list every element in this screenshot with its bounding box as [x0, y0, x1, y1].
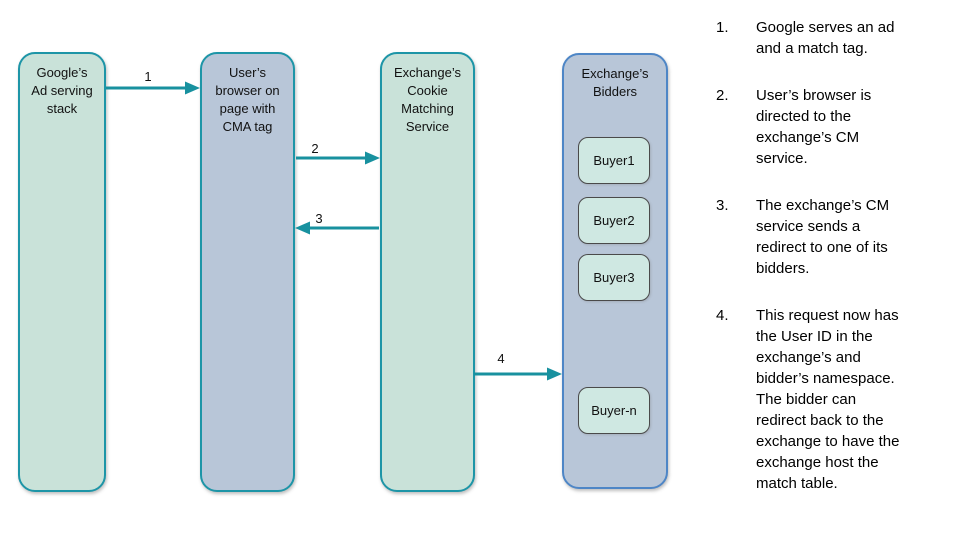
buyer-box-2: Buyer2 [578, 197, 650, 244]
lane-exchanges-bidders: Exchange’s Bidders Buyer1 Buyer2 Buyer3 … [562, 53, 668, 489]
arrow-1-icon [106, 81, 200, 95]
step-item-4: 4. This request now has the User ID in t… [716, 305, 950, 494]
lane-title-google: Google’s Ad serving stack [31, 65, 93, 116]
arrow-4-icon [474, 367, 562, 381]
lane-title-browser: User’s browser on page with CMA tag [215, 65, 280, 134]
arrow-3-icon [295, 221, 379, 235]
step-text: Google serves an ad and a match tag. [756, 19, 895, 57]
buyer-box-n: Buyer-n [578, 387, 650, 434]
step-text: User’s browser is directed to the exchan… [756, 87, 872, 167]
lane-title-cm-service: Exchange’s Cookie Matching Service [394, 65, 461, 134]
arrow-label-3: 3 [315, 211, 323, 226]
steps-list: 1. Google serves an ad and a match tag. … [716, 17, 950, 520]
step-number: 2. [716, 87, 729, 104]
lane-googles-ad-serving-stack: Google’s Ad serving stack [18, 52, 106, 492]
arrow-label-4: 4 [497, 351, 505, 366]
step-item-2: 2. User’s browser is directed to the exc… [716, 85, 950, 169]
step-item-1: 1. Google serves an ad and a match tag. [716, 17, 950, 59]
step-text: The exchange’s CM service sends a redire… [756, 197, 890, 277]
step-number: 3. [716, 197, 729, 214]
buyer-box-3: Buyer3 [578, 254, 650, 301]
arrow-label-2: 2 [311, 141, 319, 156]
arrow-label-1: 1 [144, 69, 152, 84]
step-number: 4. [716, 307, 729, 324]
arrow-2-icon [296, 151, 380, 165]
lane-title-bidders: Exchange’s Bidders [581, 66, 649, 99]
buyer-box-1: Buyer1 [578, 137, 650, 184]
step-item-3: 3. The exchange’s CM service sends a red… [716, 195, 950, 279]
lane-users-browser: User’s browser on page with CMA tag [200, 52, 295, 492]
step-text: This request now has the User ID in the … [756, 307, 900, 492]
lane-exchanges-cookie-matching-service: Exchange’s Cookie Matching Service [380, 52, 475, 492]
step-number: 1. [716, 19, 729, 36]
